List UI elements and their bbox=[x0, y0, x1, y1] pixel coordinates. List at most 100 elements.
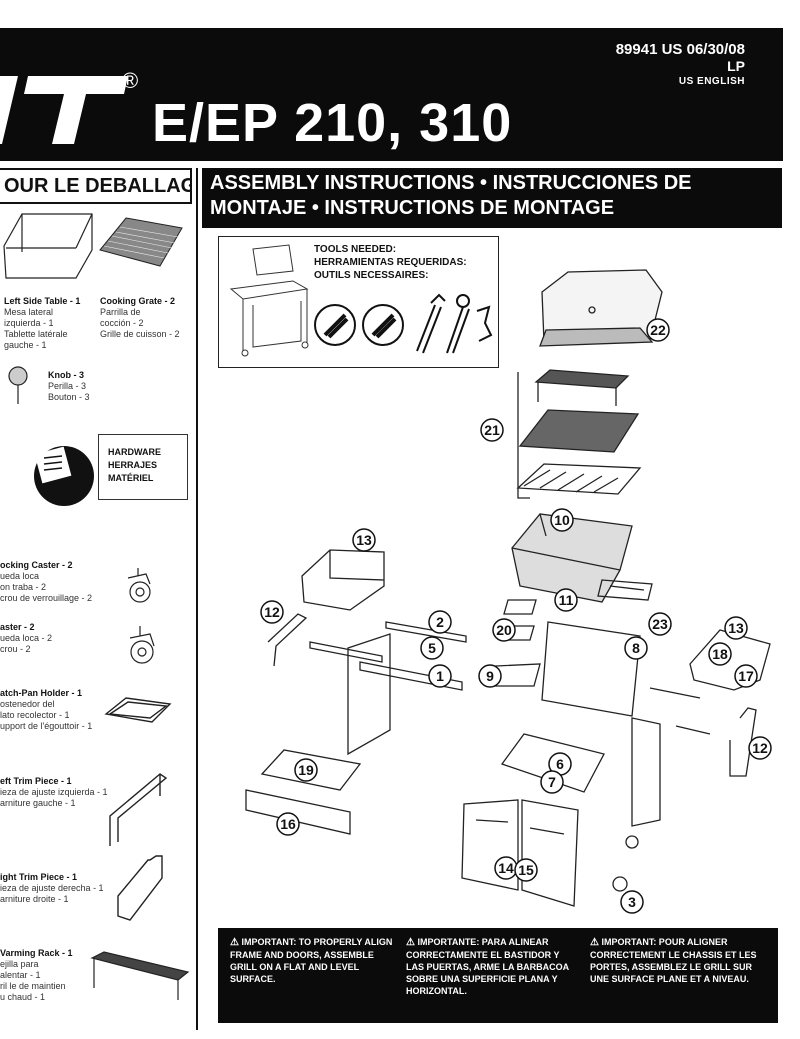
rear-panel-part bbox=[541, 621, 641, 717]
column-divider bbox=[196, 168, 198, 1030]
callout-17: 17 bbox=[734, 664, 758, 688]
callout-18: 18 bbox=[708, 642, 732, 666]
callout-16: 16 bbox=[276, 812, 300, 836]
svg-text:1: 1 bbox=[436, 668, 444, 684]
tools-needed-es: HERRAMIENTAS REQUERIDAS: bbox=[314, 257, 467, 268]
language-label: US ENGLISH bbox=[678, 76, 745, 87]
svg-text:13: 13 bbox=[728, 620, 744, 636]
right-frame-part bbox=[631, 687, 711, 827]
unpacking-heading: OUR LE DEBALLAGE bbox=[0, 168, 192, 204]
part-name-fr: Tablette latérale bbox=[4, 329, 68, 339]
screwdriver-tip-icon bbox=[314, 304, 356, 346]
part-name-es: Mesa lateral bbox=[4, 307, 54, 317]
callout-9: 9 bbox=[478, 664, 502, 688]
right-trim-illustration bbox=[117, 855, 163, 921]
warning-text: IMPORTANT: POUR ALIGNER CORRECTEMENT LE … bbox=[590, 937, 757, 984]
part-name-es: ueda loca - 2 bbox=[0, 633, 53, 643]
part-name-es-cont: on traba - 2 bbox=[0, 582, 47, 592]
doc-info: 89941 US 06/30/08 LP US ENGLISH bbox=[616, 42, 745, 90]
cooking-grates-part bbox=[518, 409, 640, 453]
caster-illustration bbox=[129, 626, 155, 664]
svg-text:15: 15 bbox=[518, 862, 534, 878]
part-name-fr-cont: u chaud - 1 bbox=[0, 992, 46, 1002]
hex-key-icon bbox=[476, 305, 493, 342]
part-name-es-cont: alentar - 1 bbox=[0, 970, 41, 980]
hardware-en: HARDWARE bbox=[108, 447, 161, 457]
part-name-fr: Bouton - 3 bbox=[48, 392, 90, 402]
side-table-illustration bbox=[3, 213, 93, 279]
fuel-type: LP bbox=[727, 58, 745, 74]
registered-mark: ® bbox=[122, 68, 139, 93]
callout-21: 21 bbox=[480, 418, 504, 442]
part-name-fr: arniture droite - 1 bbox=[0, 894, 69, 904]
warming-rack-illustration bbox=[90, 951, 190, 1000]
part-name-es: Parrilla de bbox=[100, 307, 141, 317]
callout-7: 7 bbox=[540, 770, 564, 794]
flavorizer-bars-part bbox=[516, 463, 642, 495]
assembly-heading-line1: ASSEMBLY INSTRUCTIONS • INSTRUCCIONES DE bbox=[210, 172, 692, 194]
part-left-trim: eft Trim Piece - 1 ieza de ajuste izquie… bbox=[0, 776, 108, 809]
callout-5: 5 bbox=[420, 636, 444, 660]
part-name-es: Perilla - 3 bbox=[48, 381, 87, 391]
header-banner: ® E/EP 210, 310 89941 US 06/30/08 LP US … bbox=[0, 28, 783, 161]
callout-2: 2 bbox=[428, 610, 452, 634]
warning-icon: ⚠ bbox=[230, 937, 239, 948]
hardware-box bbox=[98, 434, 188, 500]
svg-text:11: 11 bbox=[559, 592, 574, 608]
part-name-fr: upport de l'égouttoir - 1 bbox=[0, 721, 93, 731]
part-name: Varming Rack - 1 bbox=[0, 948, 73, 958]
svg-text:6: 6 bbox=[556, 756, 564, 772]
callout-12-right: 12 bbox=[748, 736, 772, 760]
screwdriver-tip-icon bbox=[362, 304, 404, 346]
part-locking-caster: ocking Caster - 2 ueda loca on traba - 2… bbox=[0, 560, 92, 604]
callout-10: 10 bbox=[550, 508, 574, 532]
brand-logo bbox=[0, 76, 128, 144]
svg-text:20: 20 bbox=[496, 622, 512, 638]
warning-text: IMPORTANTE: PARA ALINEAR CORRECTAMENTE E… bbox=[406, 937, 569, 996]
callout-13-right: 13 bbox=[724, 616, 748, 640]
locking-caster-illustration bbox=[127, 568, 151, 603]
svg-text:22: 22 bbox=[650, 322, 666, 338]
part-name: ocking Caster - 2 bbox=[0, 560, 73, 570]
bracket-line bbox=[517, 372, 530, 499]
hardware-label: HARDWARE HERRAJES MATÉRIEL bbox=[108, 446, 161, 485]
catch-pan-part bbox=[260, 749, 362, 791]
svg-text:12: 12 bbox=[752, 740, 768, 756]
tools-needed-label: TOOLS NEEDED: HERRAMIENTAS REQUERIDAS: O… bbox=[314, 243, 467, 282]
svg-text:9: 9 bbox=[486, 668, 494, 684]
hardware-es: HERRAJES bbox=[108, 460, 158, 470]
callout-15: 15 bbox=[514, 858, 538, 882]
callout-22: 22 bbox=[646, 318, 670, 342]
callout-3: 3 bbox=[620, 890, 644, 914]
lid-part bbox=[539, 269, 663, 347]
grill-thumbnail bbox=[229, 244, 309, 357]
svg-text:8: 8 bbox=[632, 640, 640, 656]
left-table-part bbox=[301, 549, 385, 611]
part-name-fr: crou de verrouillage - 2 bbox=[0, 593, 93, 603]
svg-text:13: 13 bbox=[356, 532, 372, 548]
part-name-es-cont: cocción - 2 bbox=[100, 318, 144, 328]
left-trim-illustration bbox=[109, 773, 168, 846]
svg-text:3: 3 bbox=[628, 894, 636, 910]
part-name-fr: crou - 2 bbox=[0, 644, 31, 654]
svg-text:2: 2 bbox=[436, 614, 444, 630]
wrench-icon bbox=[416, 293, 446, 354]
part-name-es: ostenedor del bbox=[0, 699, 55, 709]
part-name-fr-cont: gauche - 1 bbox=[4, 340, 47, 350]
svg-text:5: 5 bbox=[428, 640, 436, 656]
warning-text: IMPORTANT: TO PROPERLY ALIGN FRAME AND D… bbox=[230, 937, 393, 984]
hardware-illustration bbox=[34, 446, 94, 506]
callout-8: 8 bbox=[624, 636, 648, 660]
warning-en: ⚠ IMPORTANT: TO PROPERLY ALIGN FRAME AND… bbox=[230, 936, 400, 985]
part-callouts: 22 21 10 11 23 13 12 2 5 20 1 9 8 13 18 … bbox=[260, 318, 772, 914]
part-name: Knob - 3 bbox=[48, 370, 84, 380]
callout-13-left: 13 bbox=[352, 528, 376, 552]
cookbox-part bbox=[511, 513, 633, 603]
knob-illustration bbox=[8, 366, 28, 404]
assembly-heading: ASSEMBLY INSTRUCTIONS • INSTRUCCIONES DE… bbox=[202, 168, 782, 228]
part-name-es: ejilla para bbox=[0, 959, 39, 969]
svg-text:10: 10 bbox=[554, 512, 570, 528]
part-name: eft Trim Piece - 1 bbox=[0, 776, 72, 786]
part-name-es: ueda loca bbox=[0, 571, 40, 581]
left-trim-part bbox=[267, 613, 308, 667]
